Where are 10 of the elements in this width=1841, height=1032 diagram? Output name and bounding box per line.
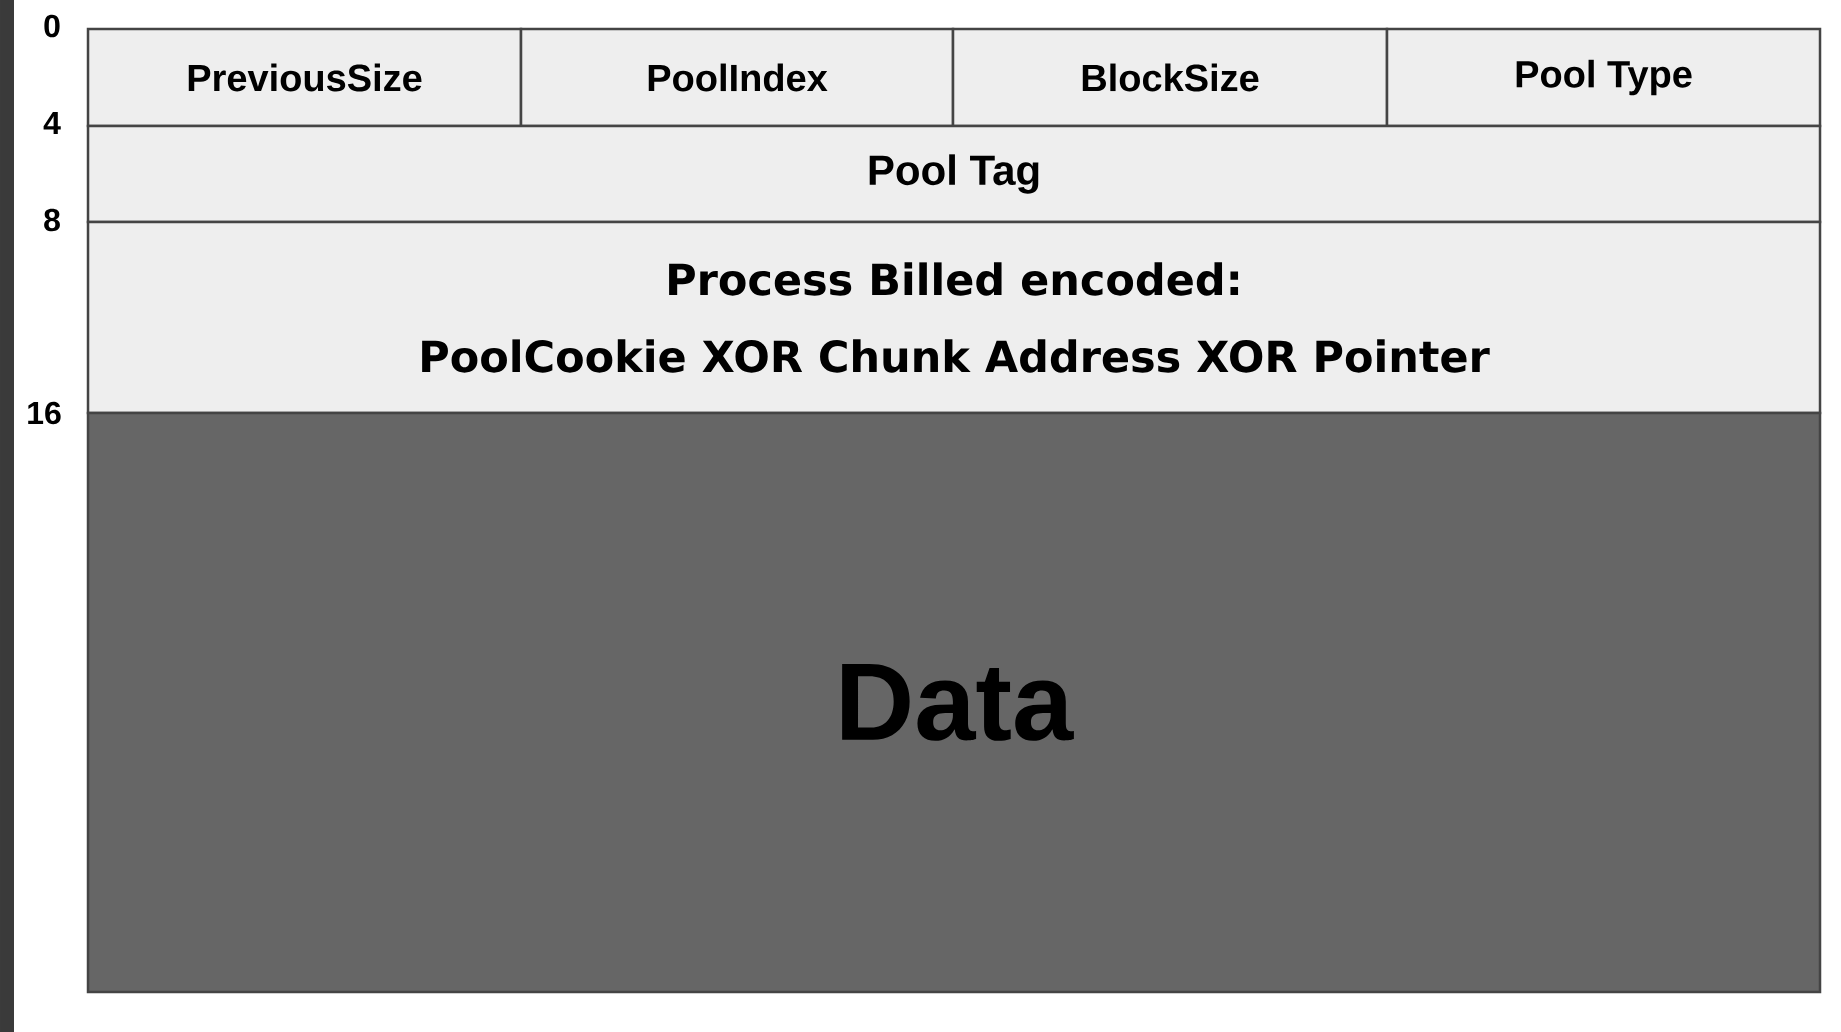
header-field: PoolIndex [519, 27, 955, 128]
offset-label: 4 [43, 112, 61, 134]
data-block: Data [86, 411, 1822, 994]
header-field: Pool Type [1385, 27, 1822, 128]
header-field: BlockSize [951, 27, 1389, 128]
offset-label: 16 [28, 401, 61, 425]
offset-label: 8 [44, 208, 60, 232]
header-field: Process Billed encoded: PoolCookie XOR Chunk Address XOR Pointer [86, 220, 1822, 415]
offset-label: 0 [44, 14, 60, 38]
header-field: PreviousSize [86, 27, 523, 128]
